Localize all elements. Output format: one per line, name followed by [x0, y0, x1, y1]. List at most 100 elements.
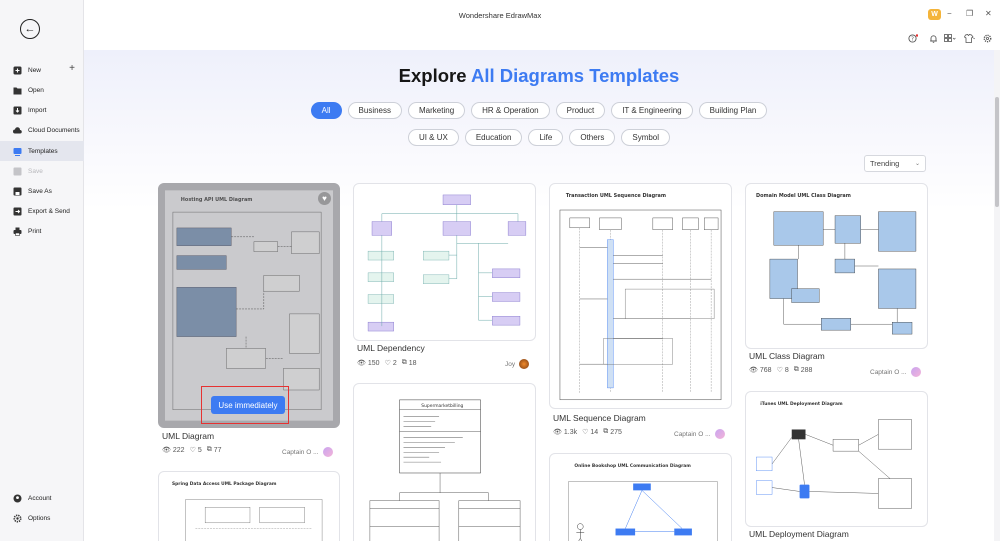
- category-chip-life[interactable]: Life: [528, 129, 564, 146]
- template-card[interactable]: Online Bookshop UML Communication Diagra…: [549, 453, 732, 541]
- settings-icon[interactable]: [983, 34, 992, 45]
- thumb-title: Transaction UML Sequence Diagram: [566, 193, 666, 199]
- card-title[interactable]: UML Deployment Diagram: [749, 529, 849, 539]
- template-card[interactable]: Domain Model UML Class Diagram: [745, 183, 928, 349]
- template-card[interactable]: Hosting API UML Diagram ♥: [158, 183, 340, 428]
- views-count: 150: [367, 359, 380, 367]
- eye-icon: 👁: [357, 360, 366, 367]
- author-name: Joy: [505, 360, 516, 368]
- sidebar-item-print[interactable]: Print: [0, 221, 84, 241]
- scrollbar-thumb[interactable]: [995, 97, 999, 207]
- user-avatar[interactable]: W: [928, 9, 941, 20]
- uml-sequence-preview: Transaction UML Sequence Diagram: [559, 193, 722, 401]
- card-title[interactable]: UML Dependency: [357, 343, 425, 353]
- uml-diagram-preview: Hosting API UML Diagram: [165, 190, 333, 421]
- card-title[interactable]: UML Class Diagram: [749, 351, 825, 361]
- sidebar-item-save: Save: [0, 161, 84, 181]
- sidebar-item-options[interactable]: Options: [0, 508, 84, 528]
- template-thumbnail: iTunes UML Deployment Diagram: [752, 398, 921, 520]
- apps-icon[interactable]: [944, 34, 956, 45]
- minimize-icon[interactable]: −: [947, 9, 952, 18]
- template-card[interactable]: Transaction UML Sequence Diagram: [549, 183, 732, 409]
- export-icon: [13, 207, 22, 216]
- template-card[interactable]: iTunes UML Deployment Diagram: [745, 391, 928, 527]
- sidebar-item-export-send[interactable]: Export & Send: [0, 201, 84, 221]
- sidebar-item-label: Account: [28, 494, 52, 502]
- sidebar-item-open[interactable]: Open: [0, 80, 84, 100]
- folder-icon: [13, 86, 22, 95]
- sidebar-item-label: Cloud Documents: [28, 126, 80, 134]
- sidebar-item-cloud-documents[interactable]: Cloud Documents: [0, 120, 84, 140]
- avatar: [910, 367, 921, 377]
- template-thumbnail: Online Bookshop UML Communication Diagra…: [556, 460, 725, 541]
- author-name: Captain O ...: [282, 448, 319, 456]
- use-immediately-button[interactable]: Use immediately: [211, 396, 285, 414]
- category-chip-marketing[interactable]: Marketing: [408, 102, 466, 119]
- sidebar-item-import[interactable]: Import: [0, 100, 84, 120]
- category-chip-others[interactable]: Others: [569, 129, 616, 146]
- back-arrow-icon[interactable]: ←: [20, 19, 40, 39]
- cloud-icon: [13, 126, 22, 135]
- eye-icon: 👁: [749, 367, 758, 374]
- template-thumbnail: [360, 190, 529, 334]
- card-title[interactable]: UML Diagram: [162, 431, 215, 441]
- card-author: Captain O ...: [282, 447, 333, 457]
- card-stats: 👁768 ♡8 ⧉288: [749, 366, 812, 374]
- category-chip-hr-operation[interactable]: HR & Operation: [471, 102, 550, 119]
- likes-count: 14: [590, 428, 599, 436]
- category-chip-symbol[interactable]: Symbol: [621, 129, 671, 146]
- uml-dependency-preview: [367, 194, 527, 332]
- sidebar-item-label: Save: [28, 167, 43, 175]
- sidebar-item-label: Save As: [28, 187, 52, 195]
- plus-icon[interactable]: +: [69, 63, 75, 74]
- bell-icon[interactable]: [929, 34, 938, 45]
- sidebar-item-label: Templates: [28, 147, 58, 155]
- thumb-title: Domain Model UML Class Diagram: [756, 193, 851, 199]
- heart-icon: ♡: [582, 429, 589, 436]
- category-chip-all[interactable]: All: [310, 102, 342, 119]
- category-chip-building-plan[interactable]: Building Plan: [698, 102, 768, 119]
- titlebar: Wondershare EdrawMax W − ❐ ✕ ?: [84, 0, 1000, 50]
- sort-dropdown[interactable]: Trending ⌄: [864, 155, 926, 172]
- template-card[interactable]: Supermarketbilling: [353, 383, 536, 541]
- category-row-2: UI & UX Education Life Others Symbol: [84, 129, 994, 146]
- template-card[interactable]: Spring Data Access UML Package Diagram: [158, 471, 340, 541]
- avatar: [322, 447, 333, 457]
- category-chip-product[interactable]: Product: [555, 102, 606, 119]
- category-chip-it-engineering[interactable]: IT & Engineering: [611, 102, 693, 119]
- views-count: 1.3k: [563, 428, 578, 436]
- close-icon[interactable]: ✕: [985, 9, 992, 18]
- scrollbar[interactable]: [994, 50, 1000, 541]
- favorite-heart-icon[interactable]: ♥: [318, 192, 331, 205]
- import-icon: [13, 106, 22, 115]
- print-icon: [13, 227, 22, 236]
- template-thumbnail: Transaction UML Sequence Diagram: [556, 190, 725, 402]
- headline-accent: All Diagrams Templates: [470, 65, 680, 86]
- sidebar-item-save-as[interactable]: Save As: [0, 181, 84, 201]
- likes-count: 2: [392, 359, 397, 367]
- copy-icon: ⧉: [603, 428, 609, 435]
- supermarket-class-preview: Supermarketbilling: [369, 399, 521, 541]
- sidebar-item-account[interactable]: Account: [0, 488, 84, 508]
- card-stats: 👁150 ♡2 ⧉18: [357, 359, 417, 367]
- shirt-icon[interactable]: [963, 34, 975, 45]
- sidebar-item-label: Print: [28, 227, 42, 235]
- category-row-1: All Business Marketing HR & Operation Pr…: [84, 102, 994, 119]
- template-card[interactable]: [353, 183, 536, 341]
- card-title[interactable]: UML Sequence Diagram: [553, 413, 646, 423]
- avatar: [714, 429, 725, 439]
- copies-count: 77: [213, 446, 222, 454]
- restore-icon[interactable]: ❐: [966, 9, 974, 18]
- sidebar-item-new[interactable]: New +: [0, 60, 84, 80]
- views-count: 222: [172, 446, 185, 454]
- uml-communication-preview: Online Bookshop UML Communication Diagra…: [568, 463, 718, 541]
- templates-icon: [13, 147, 22, 156]
- save-as-icon: [13, 187, 22, 196]
- sidebar-item-templates[interactable]: Templates: [0, 141, 84, 161]
- category-chip-education[interactable]: Education: [464, 129, 523, 146]
- category-chip-business[interactable]: Business: [347, 102, 403, 119]
- help-icon[interactable]: ?: [908, 34, 919, 45]
- copy-icon: ⧉: [793, 366, 799, 373]
- author-name: Captain O ...: [674, 430, 711, 438]
- category-chip-ui-ux[interactable]: UI & UX: [407, 129, 459, 146]
